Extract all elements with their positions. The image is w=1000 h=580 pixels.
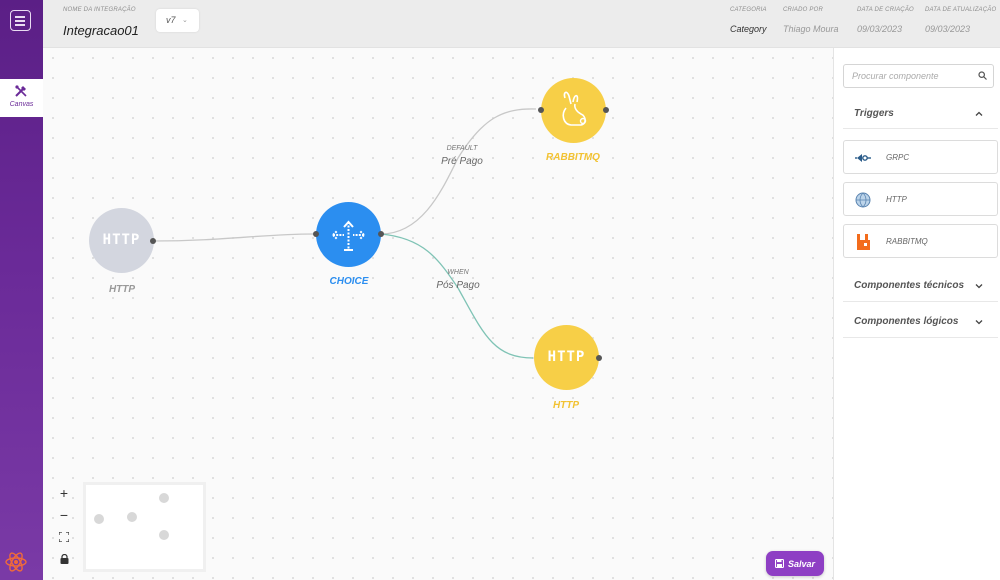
edge-when [380, 233, 534, 359]
divider [843, 128, 998, 129]
updated-at-value: 09/03/2023 [925, 24, 971, 34]
zoom-in-button[interactable]: + [59, 485, 69, 501]
edge-http-choice [152, 233, 314, 242]
created-at-label: DATA DE CRIAÇÃO [857, 7, 914, 13]
divider [843, 337, 998, 338]
sidebar-item-canvas[interactable]: Canvas [0, 79, 43, 117]
version-value: v7 [166, 15, 176, 25]
category-value: Category [730, 24, 767, 34]
header: NOME DA INTEGRAÇÃO Integracao01 v7 ⌄ CAT… [43, 0, 1000, 48]
floppy-disk-icon [774, 559, 784, 568]
node-http-source[interactable]: HTTP [89, 208, 154, 273]
integration-name: Integracao01 [63, 23, 139, 38]
http-globe-icon [855, 192, 871, 208]
node-http-source-label: HTTP [108, 284, 136, 295]
technical-section-title[interactable]: Componentes técnicos [854, 280, 965, 291]
node-http-target-text: HTTP [547, 349, 586, 365]
edge-default [380, 108, 537, 235]
category-label: CATEGORIA [730, 7, 767, 13]
divider [843, 301, 998, 302]
react-logo-icon [5, 552, 27, 572]
lock-button[interactable] [55, 548, 73, 570]
zoom-out-button[interactable]: − [59, 507, 69, 523]
rabbitmq-icon [857, 234, 870, 250]
minimap[interactable] [83, 482, 206, 572]
updated-at-label: DATA DE ATUALIZAÇÃO [925, 7, 997, 13]
chevron-down-icon[interactable] [974, 281, 984, 291]
fit-view-button[interactable] [55, 526, 73, 548]
created-by-label: CRIADO POR [783, 7, 824, 13]
minimap-node [159, 493, 169, 503]
edge-default-name[interactable]: Pré Pago [441, 156, 483, 167]
fit-view-icon [59, 532, 69, 542]
edges-layer [152, 108, 537, 359]
handle-http-target-out[interactable] [596, 355, 602, 361]
handle-rabbitmq-out[interactable] [603, 107, 609, 113]
sidebar: Canvas [0, 0, 43, 580]
component-label: HTTP [886, 195, 907, 204]
integration-name-label: NOME DA INTEGRAÇÃO [63, 7, 136, 13]
handle-choice-out[interactable] [378, 231, 384, 237]
components-panel: Procurar componente Triggers GRPC HTTP R [833, 48, 1000, 580]
sidebar-item-label: Canvas [9, 101, 34, 108]
edge-when-type: WHEN [447, 269, 469, 276]
minimap-node [159, 530, 169, 540]
handle-choice-in[interactable] [313, 231, 319, 237]
version-select[interactable]: v7 ⌄ [156, 9, 199, 32]
grpc-icon [855, 154, 871, 162]
component-label: RABBITMQ [886, 237, 928, 246]
save-button-label: Salvar [787, 558, 816, 569]
node-http-target-label: HTTP [552, 400, 580, 411]
chevron-down-icon[interactable] [974, 317, 984, 327]
save-button[interactable]: Salvar [766, 551, 824, 576]
edge-when-name[interactable]: Pós Pago [436, 280, 480, 291]
created-by-value: Thiago Moura [783, 24, 839, 34]
rabbit-icon [562, 91, 587, 126]
hamburger-icon[interactable] [10, 10, 31, 31]
triggers-section-title[interactable]: Triggers [854, 108, 894, 119]
component-card-rabbitmq[interactable]: RABBITMQ [843, 224, 998, 258]
node-http-target[interactable]: HTTP [534, 325, 599, 390]
tools-icon [15, 85, 27, 97]
search-placeholder: Procurar componente [852, 71, 939, 81]
flow-canvas[interactable]: HTTP HTTP CHOICE RABBITMQ HTTP HTTP DEFA… [43, 48, 833, 580]
signpost-icon [332, 220, 365, 251]
minimap-node [94, 514, 104, 524]
component-card-http[interactable]: HTTP [843, 182, 998, 216]
node-rabbitmq-label: RABBITMQ [546, 152, 600, 163]
minimap-node [127, 512, 137, 522]
component-card-grpc[interactable]: GRPC [843, 140, 998, 174]
chevron-up-icon[interactable] [974, 109, 984, 119]
component-label: GRPC [886, 153, 910, 162]
search-icon [978, 71, 987, 80]
logical-section-title[interactable]: Componentes lógicos [854, 316, 959, 327]
node-http-source-text: HTTP [102, 232, 141, 248]
node-choice[interactable] [316, 202, 381, 267]
node-rabbitmq[interactable] [541, 78, 606, 143]
created-at-value: 09/03/2023 [857, 24, 903, 34]
node-choice-label: CHOICE [329, 276, 369, 287]
component-search-input[interactable]: Procurar componente [843, 64, 994, 88]
chevron-down-icon: ⌄ [182, 17, 188, 24]
handle-http-source-out[interactable] [150, 238, 156, 244]
lock-icon [60, 554, 68, 564]
handle-rabbitmq-in[interactable] [538, 107, 544, 113]
zoom-controls: + − [55, 482, 73, 570]
edge-default-type: DEFAULT [446, 145, 478, 152]
